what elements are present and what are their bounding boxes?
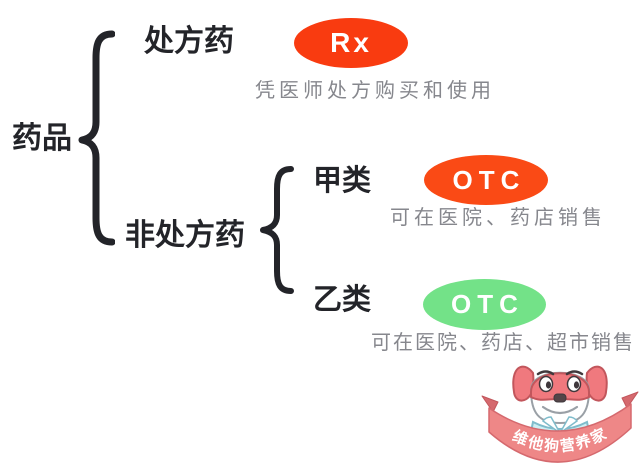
otc-b-note: 可在医院、药店、超市销售 <box>371 332 635 354</box>
prescription-label: 处方药 <box>144 25 234 58</box>
otc-a-note: 可在医院、药店销售 <box>390 207 606 229</box>
otc-b-badge: OTC <box>423 279 546 330</box>
otc-a-badge: OTC <box>424 155 548 205</box>
class-a-label: 甲类 <box>313 165 372 197</box>
rx-badge: Rx <box>294 18 408 68</box>
otc-brace <box>260 166 294 294</box>
vitamin-dog-logo: 维他狗营养家 <box>481 365 639 463</box>
main-brace <box>78 30 115 246</box>
class-b-label: 乙类 <box>313 284 372 316</box>
root-label: 药品 <box>12 122 72 155</box>
otc-label: 非处方药 <box>125 219 245 252</box>
mascot-ribbon: 维他狗营养家 <box>481 391 639 463</box>
prescription-note: 凭医师处方购买和使用 <box>255 80 495 102</box>
